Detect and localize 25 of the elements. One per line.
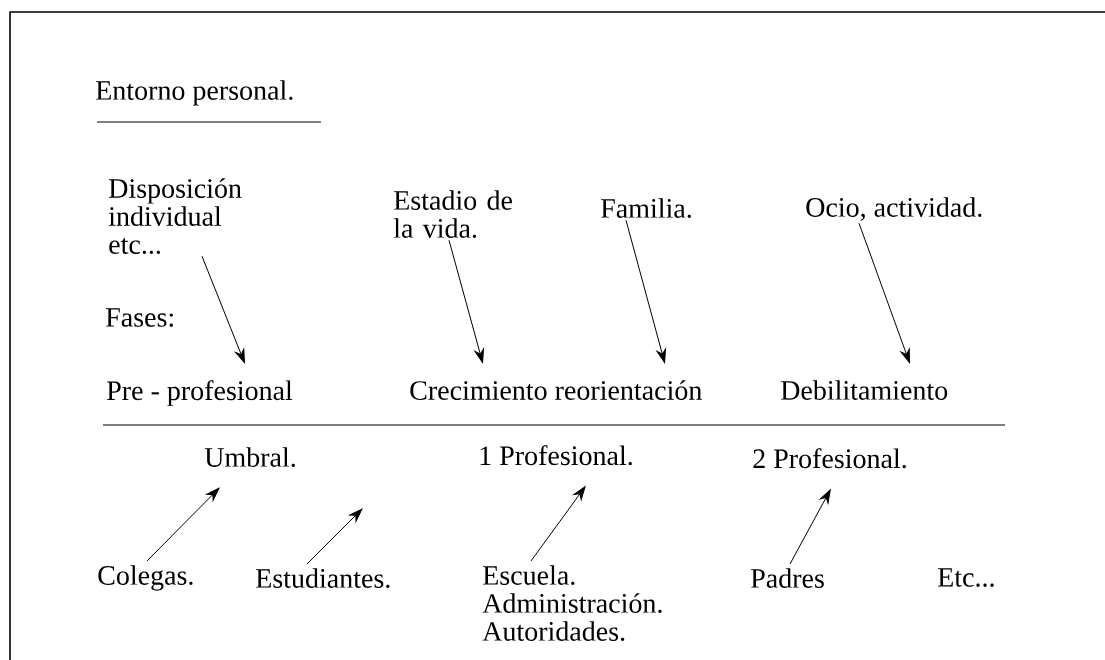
arrow bbox=[858, 222, 910, 364]
arrow bbox=[789, 489, 831, 565]
arrow bbox=[530, 486, 586, 562]
node-text: Ocio, actividad. bbox=[806, 197, 982, 221]
arrow bbox=[306, 508, 363, 565]
node-text: Escuela. Administración. Autoridades. bbox=[482, 565, 662, 641]
node-text: Colegas. bbox=[98, 565, 193, 591]
node-text: Umbral. bbox=[204, 447, 295, 467]
node-text: Crecimiento reorientación bbox=[410, 380, 702, 400]
node-text: Padres bbox=[751, 568, 824, 588]
node-text: Debilitamiento bbox=[781, 380, 948, 400]
node-text: Estadio de la vida. bbox=[393, 190, 512, 238]
node-text: Familia. bbox=[601, 198, 691, 218]
arrow bbox=[201, 255, 245, 364]
node-text: Disposición individual etc... bbox=[108, 178, 242, 255]
node-text: Pre - profesional bbox=[107, 380, 293, 406]
arrow bbox=[448, 239, 484, 363]
label: Etc... bbox=[938, 568, 994, 587]
node-text: 2 Profesional. bbox=[753, 448, 906, 469]
arrow bbox=[146, 487, 220, 562]
label: Fases: bbox=[106, 308, 173, 327]
arrow bbox=[625, 219, 666, 363]
node-text: Estudiantes. bbox=[256, 568, 390, 588]
title: Entorno personal. bbox=[96, 80, 293, 106]
node-text: 1 Profesional. bbox=[480, 445, 632, 466]
